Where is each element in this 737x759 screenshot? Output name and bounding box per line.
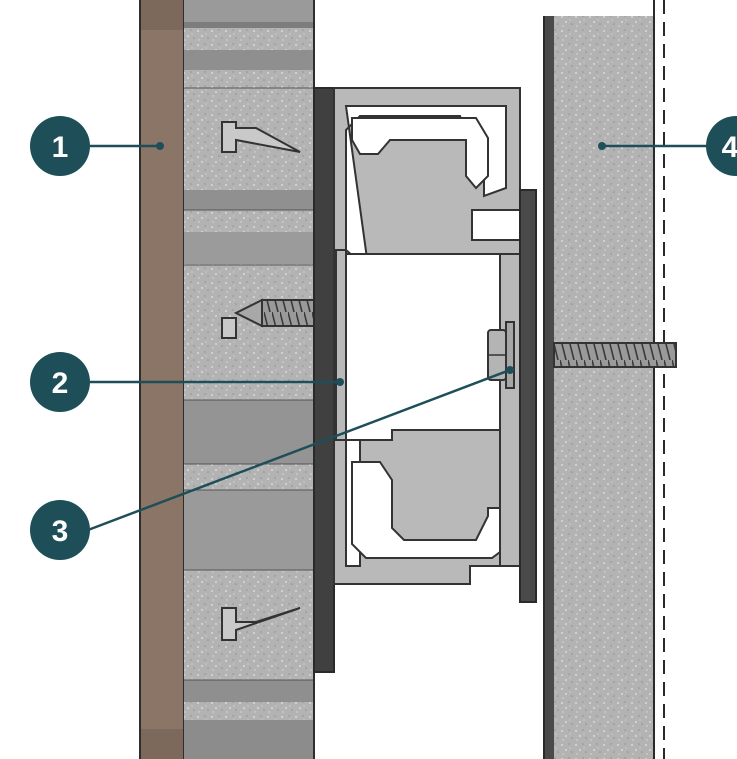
callout-1: 1 — [30, 116, 90, 176]
wall-anchor-screw — [553, 342, 677, 368]
callout-4: 4 — [706, 116, 737, 176]
wall-plate — [519, 189, 537, 603]
cladding-layer — [139, 0, 185, 759]
leader-lines — [87, 142, 708, 532]
panel-block — [184, 0, 315, 759]
wall-substrate — [543, 0, 665, 759]
svg-text:2: 2 — [52, 367, 69, 400]
aluminium-profile — [333, 87, 521, 585]
wall-bolt-nut — [487, 321, 515, 389]
svg-text:3: 3 — [52, 515, 69, 548]
panel-anchor-bottom — [221, 607, 301, 641]
callout-3: 3 — [30, 500, 90, 560]
callout-2: 2 — [30, 352, 90, 412]
panel-anchor-top — [221, 121, 301, 153]
svg-text:1: 1 — [52, 131, 69, 164]
svg-text:4: 4 — [722, 131, 737, 164]
gasket-strip — [313, 87, 335, 673]
